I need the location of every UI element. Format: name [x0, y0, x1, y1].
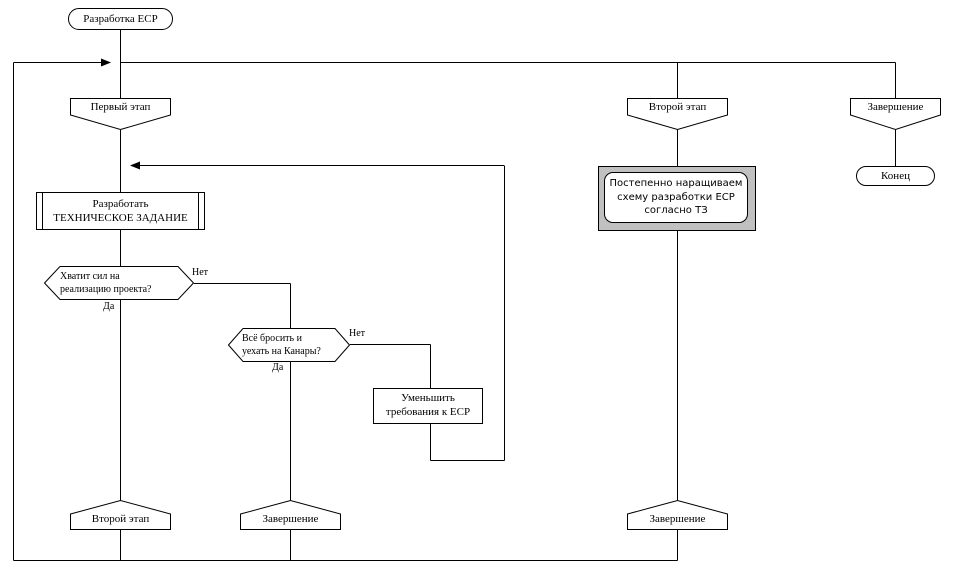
note-gradual-development-body: Постепенно наращиваем схему разработки Е… — [604, 172, 748, 223]
end-terminator[interactable]: Конец — [856, 166, 935, 186]
edge-label-canaries-no: Нет — [349, 328, 366, 339]
connector-finish-top-label: Завершение — [867, 101, 924, 113]
edge-label-strength-yes: Да — [103, 301, 115, 312]
note-gradual-line3: согласно ТЗ — [644, 205, 708, 217]
connector-stage-two-bottom-label: Второй этап — [91, 513, 150, 525]
connector-finish-top[interactable]: Завершение — [850, 98, 941, 130]
decision-canaries[interactable]: Всё бросить и уехать на Канары? — [228, 328, 350, 362]
end-terminator-label: Конец — [881, 169, 910, 182]
connector-finish-bottom-left-label: Завершение — [262, 513, 319, 525]
connector-finish-bottom-right-label: Завершение — [649, 513, 706, 525]
decision-strength-line1: Хватит сил на — [60, 270, 120, 282]
process-reduce-requirements[interactable]: Уменьшить требования к ЕСР — [373, 388, 483, 424]
start-terminator[interactable]: Разработка ЕСР — [68, 8, 173, 30]
develop-spec-line2: ТЕХНИЧЕСКОЕ ЗАДАНИЕ — [53, 212, 188, 224]
decision-canaries-line2: уехать на Канары? — [242, 346, 321, 357]
note-gradual-line1: Постепенно наращиваем — [609, 178, 743, 190]
edge-label-canaries-yes: Да — [272, 362, 284, 373]
decision-strength-line2: реализацию проекта? — [60, 284, 152, 295]
connector-stage-one-label: Первый этап — [90, 101, 151, 113]
decision-strength[interactable]: Хватит сил на реализацию проекта? — [44, 266, 194, 300]
edge-label-strength-no: Нет — [192, 267, 209, 278]
connector-finish-bottom-right[interactable]: Завершение — [627, 500, 728, 530]
connector-stage-two-top-label: Второй этап — [648, 101, 707, 113]
predefined-process-develop-spec[interactable]: Разработать ТЕХНИЧЕСКОЕ ЗАДАНИЕ — [36, 192, 205, 230]
connector-stage-two-bottom[interactable]: Второй этап — [70, 500, 171, 530]
develop-spec-line1: Разработать — [92, 197, 149, 210]
connector-stage-one[interactable]: Первый этап — [70, 98, 171, 130]
reduce-requirements-line2: требования к ЕСР — [385, 406, 471, 418]
start-terminator-label: Разработка ЕСР — [83, 12, 158, 25]
reduce-requirements-line1: Уменьшить — [401, 392, 455, 405]
connector-finish-bottom-left[interactable]: Завершение — [240, 500, 341, 530]
note-gradual-line2: схему разработки ЕСР — [617, 191, 735, 203]
connector-stage-two-top[interactable]: Второй этап — [627, 98, 728, 130]
decision-canaries-line1: Всё бросить и — [242, 332, 302, 344]
note-gradual-development: Постепенно наращиваем схему разработки Е… — [598, 166, 756, 231]
